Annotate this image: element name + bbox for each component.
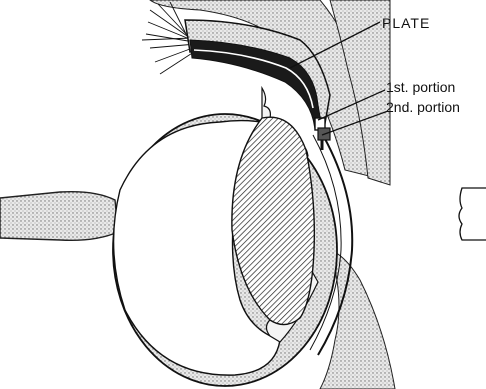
second-portion-label: 2nd. portion [386,99,460,115]
first-portion-label: 1st. portion [386,79,455,95]
optic-nerve [0,192,118,241]
plate-label: PLATE [382,15,430,31]
partial-bracket-shape [459,188,486,240]
